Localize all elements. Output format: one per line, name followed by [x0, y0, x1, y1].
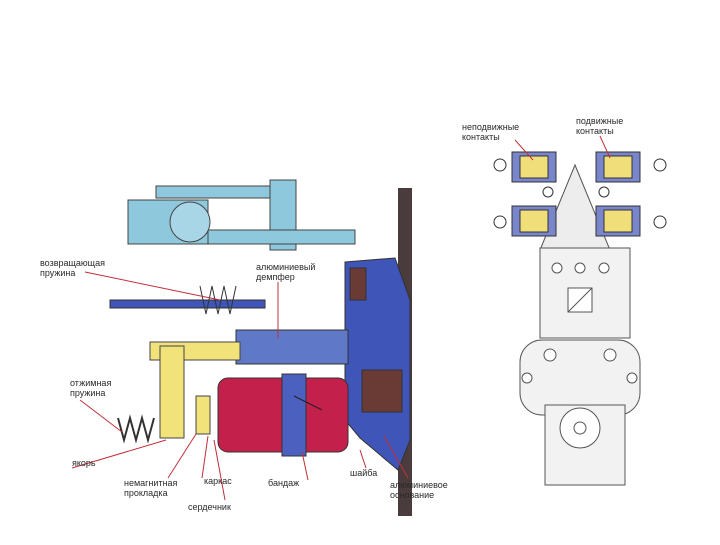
armature [149, 341, 241, 439]
label-bandage: бандаж [268, 478, 300, 488]
label-aluminum-base: алюминиевое основание [390, 480, 448, 500]
label-aluminum-damper: алюминиевый демпфер [256, 262, 316, 282]
label-core: сердечник [188, 502, 231, 512]
aluminum-body [235, 257, 411, 471]
upper-linkage [127, 179, 356, 251]
label-frame: каркас [204, 476, 232, 486]
label-nonmagnetic-gasket: немагнитная прокладка [124, 478, 178, 498]
coil [217, 373, 349, 457]
push-spring [117, 414, 155, 444]
label-return-spring: возвращающая пружина [40, 258, 105, 278]
return-spring-shaft [109, 285, 266, 315]
label-push-spring: отжимная пружина [70, 378, 112, 398]
label-fixed-contacts: неподвижные контакты [462, 122, 520, 142]
label-moving-contacts: подвижные контакты [576, 116, 624, 136]
leader-lines [71, 135, 611, 501]
contact-assembly [519, 163, 641, 486]
label-washer: шайба [350, 468, 378, 478]
contact-blocks [493, 151, 667, 237]
label-armature: якорь [72, 458, 96, 468]
